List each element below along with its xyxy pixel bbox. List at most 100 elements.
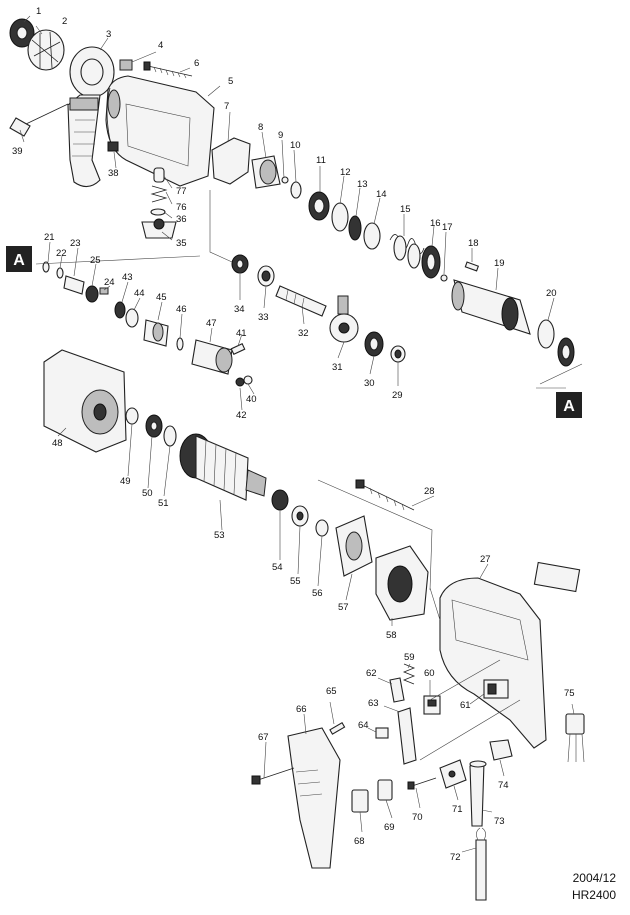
label-14: 14	[376, 189, 387, 200]
part-67-screw	[251, 767, 295, 785]
label-21: 21	[44, 232, 55, 243]
label-19: 19	[494, 258, 505, 269]
label-60: 60	[424, 668, 435, 679]
label-3: 3	[106, 29, 111, 40]
label-49: 49	[120, 476, 131, 487]
marker-a-left: A	[6, 246, 32, 272]
marker-a-right-text: A	[563, 398, 575, 415]
label-67: 67	[258, 732, 269, 743]
part-45-piston	[143, 319, 169, 347]
part-46-ring	[176, 337, 184, 351]
label-18: 18	[468, 238, 479, 249]
label-53: 53	[214, 530, 225, 541]
label-62: 62	[366, 668, 377, 679]
part-10-ring	[290, 181, 302, 199]
part-27-motor-casing	[439, 561, 581, 749]
part-34-gear	[231, 254, 249, 274]
part-53-armature	[179, 433, 267, 501]
label-71: 71	[452, 804, 463, 815]
label-4: 4	[158, 40, 163, 51]
part-30-gear	[364, 331, 384, 357]
label-11: 11	[316, 155, 326, 166]
label-23: 23	[70, 238, 81, 249]
label-39: 39	[12, 146, 23, 157]
marker-a-left-text: A	[13, 252, 25, 269]
label-70: 70	[412, 812, 423, 823]
label-28: 28	[424, 486, 435, 497]
label-68: 68	[354, 836, 365, 847]
label-43: 43	[122, 272, 133, 283]
label-24: 24	[104, 277, 115, 288]
part-35-lever	[141, 218, 177, 239]
part-51-washer	[163, 425, 177, 447]
part-4-nut	[119, 59, 133, 71]
label-51: 51	[158, 498, 169, 509]
label-9: 9	[278, 130, 283, 141]
label-32: 32	[298, 328, 309, 339]
part-8-bearing-housing	[251, 155, 281, 189]
part-17-ball	[440, 274, 448, 282]
label-16: 16	[430, 218, 441, 229]
label-20: 20	[546, 288, 557, 299]
label-46: 46	[176, 304, 187, 315]
label-59: 59	[404, 652, 415, 663]
part-41-pin	[230, 343, 246, 355]
part-56-washer	[315, 519, 329, 537]
model-number: HR2400	[571, 888, 616, 902]
label-54: 54	[272, 562, 283, 573]
part-65-pin	[329, 722, 346, 735]
part-47-piston-joint	[191, 339, 233, 375]
part-73-cord-guard	[469, 760, 487, 827]
part-59-spring	[402, 663, 416, 685]
part-64-knob	[375, 727, 389, 739]
label-1: 1	[36, 6, 41, 17]
label-13: 13	[357, 179, 368, 190]
label-72: 72	[450, 852, 461, 863]
part-48-motor-housing	[43, 349, 127, 453]
label-25: 25	[90, 255, 101, 266]
label-8: 8	[258, 122, 263, 133]
part-42-40-rings	[235, 375, 253, 387]
part-71-plate	[439, 759, 467, 789]
part-38-screw	[107, 141, 119, 152]
label-50: 50	[142, 488, 153, 499]
marker-a-right: A	[556, 392, 582, 418]
label-22: 22	[56, 248, 67, 259]
part-62-63-switch-lever	[389, 677, 417, 765]
part-33-bearing	[257, 265, 275, 287]
label-5: 5	[228, 76, 233, 87]
part-15-spring	[389, 234, 425, 269]
label-42: 42	[236, 410, 247, 421]
part-68-cover	[351, 789, 369, 813]
part-29-bearing	[390, 345, 406, 363]
label-75: 75	[564, 688, 575, 699]
label-61: 61	[460, 700, 471, 711]
label-77: 77	[176, 186, 187, 197]
part-20-seals	[537, 319, 575, 367]
label-17: 17	[442, 222, 453, 233]
label-38: 38	[108, 168, 119, 179]
label-55: 55	[290, 576, 301, 587]
part-66-handle	[287, 727, 341, 869]
label-29: 29	[392, 390, 403, 401]
label-27: 27	[480, 554, 491, 565]
part-72-cord	[475, 827, 487, 901]
part-39-wing-bolt	[9, 103, 69, 137]
part-1-cap	[9, 18, 35, 48]
part-36-ring	[150, 208, 166, 216]
part-16-clutch-cam	[421, 245, 441, 279]
label-47: 47	[206, 318, 217, 329]
part-57-baffle	[335, 515, 373, 577]
label-10: 10	[290, 140, 301, 151]
label-15: 15	[400, 204, 411, 215]
label-33: 33	[258, 312, 269, 323]
part-labels: 1 2 3 4 5 6 7 8 9 10 11 12 13 14 15 16 1…	[12, 6, 575, 863]
part-43-44-rings	[114, 301, 139, 328]
label-31: 31	[332, 362, 343, 373]
label-6: 6	[194, 58, 199, 69]
part-60-switch	[423, 695, 441, 715]
part-61-switch	[483, 679, 509, 699]
label-76: 76	[176, 202, 187, 213]
part-18-key	[464, 261, 480, 272]
part-11-bearing	[308, 191, 330, 221]
